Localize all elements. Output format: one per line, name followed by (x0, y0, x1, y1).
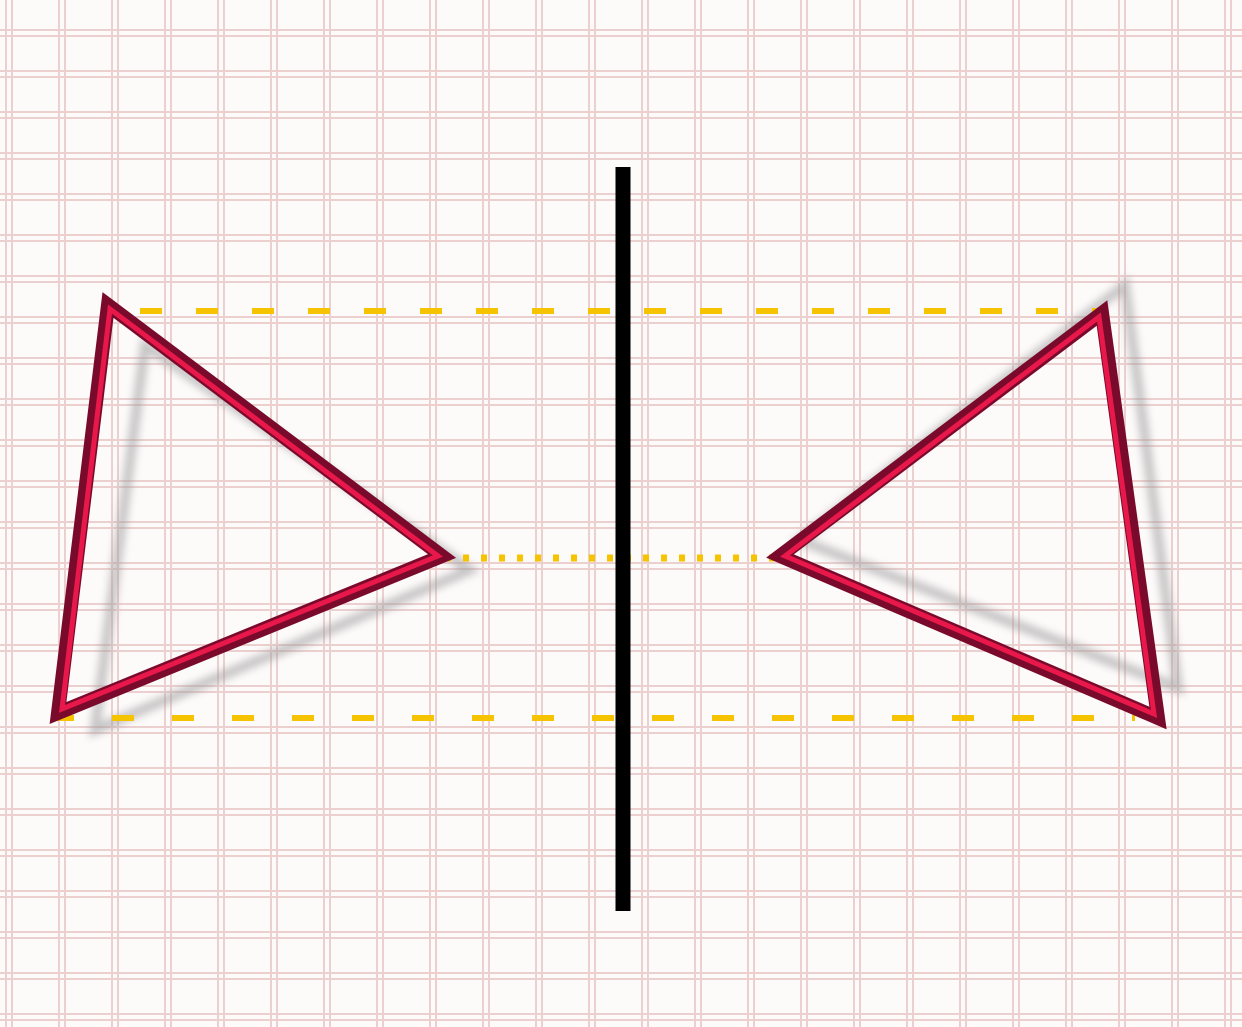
right-triangle-inner-edge (780, 312, 1158, 719)
left-triangle-inner-edge (59, 304, 444, 713)
